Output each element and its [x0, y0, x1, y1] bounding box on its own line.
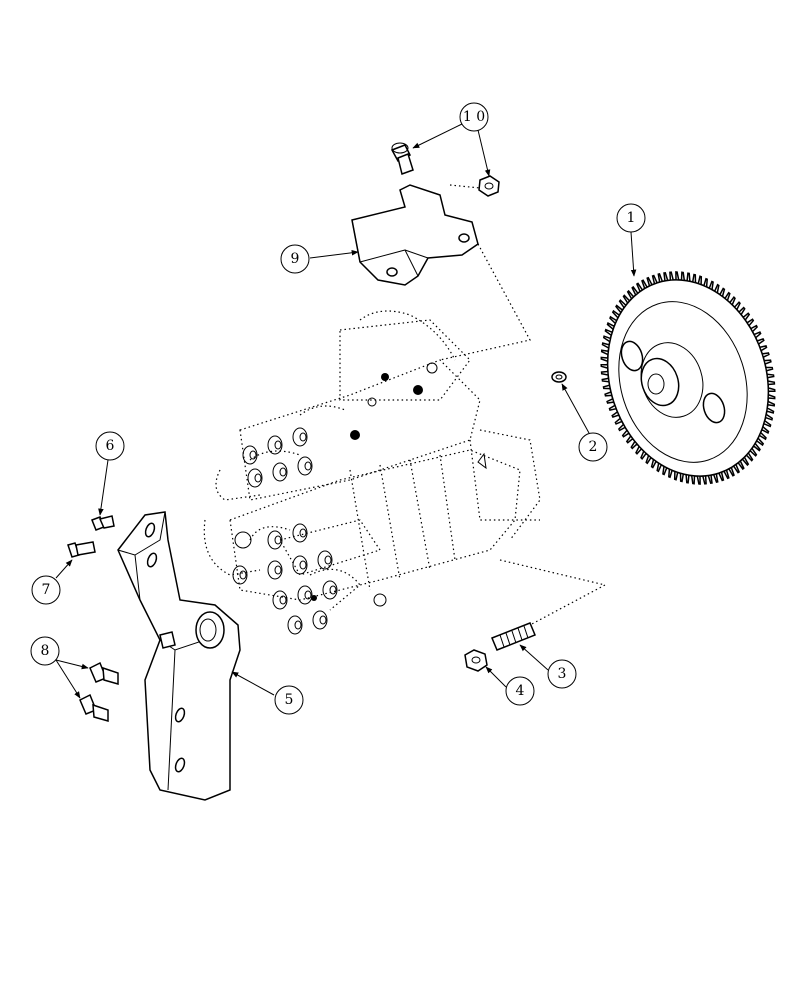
callout-label: 7	[42, 582, 51, 598]
callout-10: 1 0	[459, 102, 489, 132]
pump-fitting	[249, 450, 257, 460]
injection-pump	[203, 310, 541, 635]
pump-fitting	[247, 468, 263, 488]
pump-fitting	[239, 570, 247, 580]
flange-nut	[478, 175, 500, 197]
pump-fitting	[317, 550, 333, 570]
pump-fitting	[299, 560, 307, 570]
pump-fitting	[299, 528, 307, 538]
pump-fitting	[294, 620, 302, 630]
pump-fitting	[279, 467, 287, 477]
flange-nut	[464, 649, 488, 672]
pump-fitting	[267, 530, 283, 550]
pump-fitting	[274, 535, 282, 545]
callout-label: 1 0	[463, 109, 485, 125]
top-bracket	[351, 184, 479, 286]
bolt	[89, 661, 119, 685]
pump-fitting	[329, 585, 337, 595]
bolt	[91, 515, 115, 531]
pump-fitting	[242, 445, 258, 465]
pump-fitting	[254, 473, 262, 483]
lower-bracket	[117, 511, 241, 801]
pump-fitting	[297, 585, 313, 605]
pump-fitting	[272, 462, 288, 482]
callout-label: 2	[589, 439, 598, 455]
callout-5: 5	[274, 685, 304, 715]
pump-fitting	[312, 610, 328, 630]
pump-fitting	[292, 555, 308, 575]
pump-fitting	[267, 560, 283, 580]
stud	[491, 622, 536, 651]
callout-7: 7	[31, 575, 61, 605]
assembly-lines	[439, 184, 607, 626]
pump-fitting	[267, 435, 283, 455]
washer	[551, 371, 567, 383]
pump-fitting	[292, 427, 308, 447]
pump-fitting	[304, 461, 312, 471]
pump-fitting	[274, 440, 282, 450]
pump-fitting	[322, 580, 338, 600]
pump-fitting	[319, 615, 327, 625]
stud	[67, 541, 96, 558]
gear	[600, 271, 776, 485]
callout-label: 6	[106, 438, 115, 454]
callout-label: 5	[285, 692, 294, 708]
callout-label: 3	[558, 666, 567, 682]
bolt	[79, 693, 109, 722]
pump-fitting	[274, 565, 282, 575]
pump-fitting	[287, 615, 303, 635]
pump-fitting	[324, 555, 332, 565]
callout-label: 9	[291, 251, 300, 267]
pump-fitting	[272, 590, 288, 610]
callout-1: 1	[616, 203, 646, 233]
callout-2: 2	[578, 432, 608, 462]
callout-label: 8	[41, 643, 50, 659]
pump-fitting	[232, 565, 248, 585]
callout-9: 9	[280, 244, 310, 274]
pump-fitting	[279, 595, 287, 605]
pump-fitting	[297, 456, 313, 476]
pump-fitting	[304, 590, 312, 600]
leader-lines	[55, 123, 637, 699]
callout-8: 8	[30, 636, 60, 666]
callout-4: 4	[505, 676, 535, 706]
pump-fitting	[299, 432, 307, 442]
bolt	[390, 142, 414, 175]
callout-label: 1	[627, 210, 636, 226]
callout-label: 4	[516, 683, 525, 699]
callout-3: 3	[547, 659, 577, 689]
pump-fitting	[292, 523, 308, 543]
callout-6: 6	[95, 431, 125, 461]
